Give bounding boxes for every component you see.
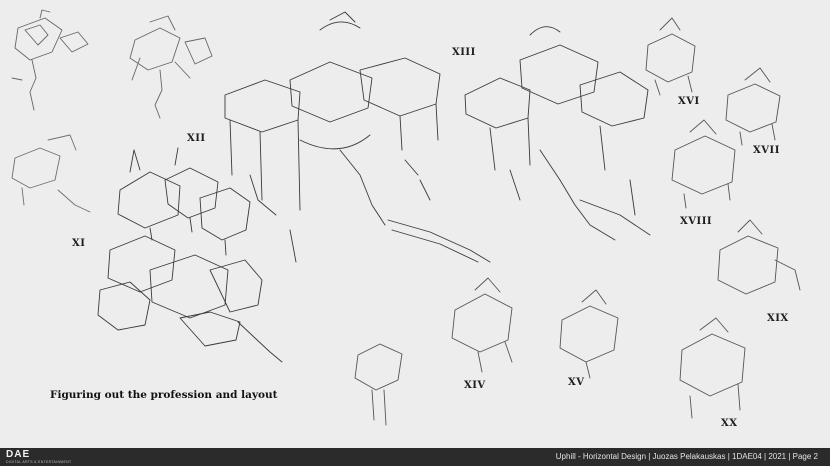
label-xx: XX (721, 418, 738, 429)
sketch-xvii (725, 67, 781, 146)
concept-sheet: XI XII XIII XIV XV XVI XVII XVIII XIX XX… (11, 9, 801, 429)
label-xii: XII (187, 133, 206, 144)
logo-subtitle: DIGITAL ARTS & ENTERTAINMENT (6, 460, 72, 464)
label-xiv: XIV (464, 380, 486, 391)
sketch-xx (679, 317, 746, 419)
label-xv: XV (568, 377, 585, 388)
label-xix: XIX (767, 313, 789, 324)
label-xvi: XVI (678, 96, 700, 107)
label-xiii: XIII (452, 47, 476, 58)
dae-logo: DAE DIGITAL ARTS & ENTERTAINMENT (6, 449, 71, 465)
sketch-xv (559, 289, 619, 379)
sheet-caption: Figuring out the profession and layout (50, 389, 278, 401)
sketch-xii (129, 15, 213, 119)
label-xi: XI (72, 238, 86, 249)
sketch-xvi (645, 17, 696, 96)
sketch-small-tower (354, 343, 403, 426)
footer-bar: DAE DIGITAL ARTS & ENTERTAINMENT Uphill … (0, 448, 830, 466)
sketch-xiii-central (224, 11, 491, 263)
sketch-right-central (464, 26, 651, 241)
sketch-drawings (11, 9, 801, 426)
logo-mark: DAE (6, 449, 31, 460)
label-xvii: XVII (753, 145, 780, 156)
sketch-xix (717, 219, 801, 295)
sketch-xviii (671, 119, 736, 209)
sketch-top-left (11, 9, 89, 111)
footer-credits: Uphill - Horizontal Design | Juozas Pela… (555, 452, 818, 461)
sketch-left-middle (11, 134, 91, 213)
sketch-xiv (451, 277, 513, 373)
sketch-xi-cluster (97, 147, 283, 363)
label-xviii: XVIII (680, 216, 713, 227)
